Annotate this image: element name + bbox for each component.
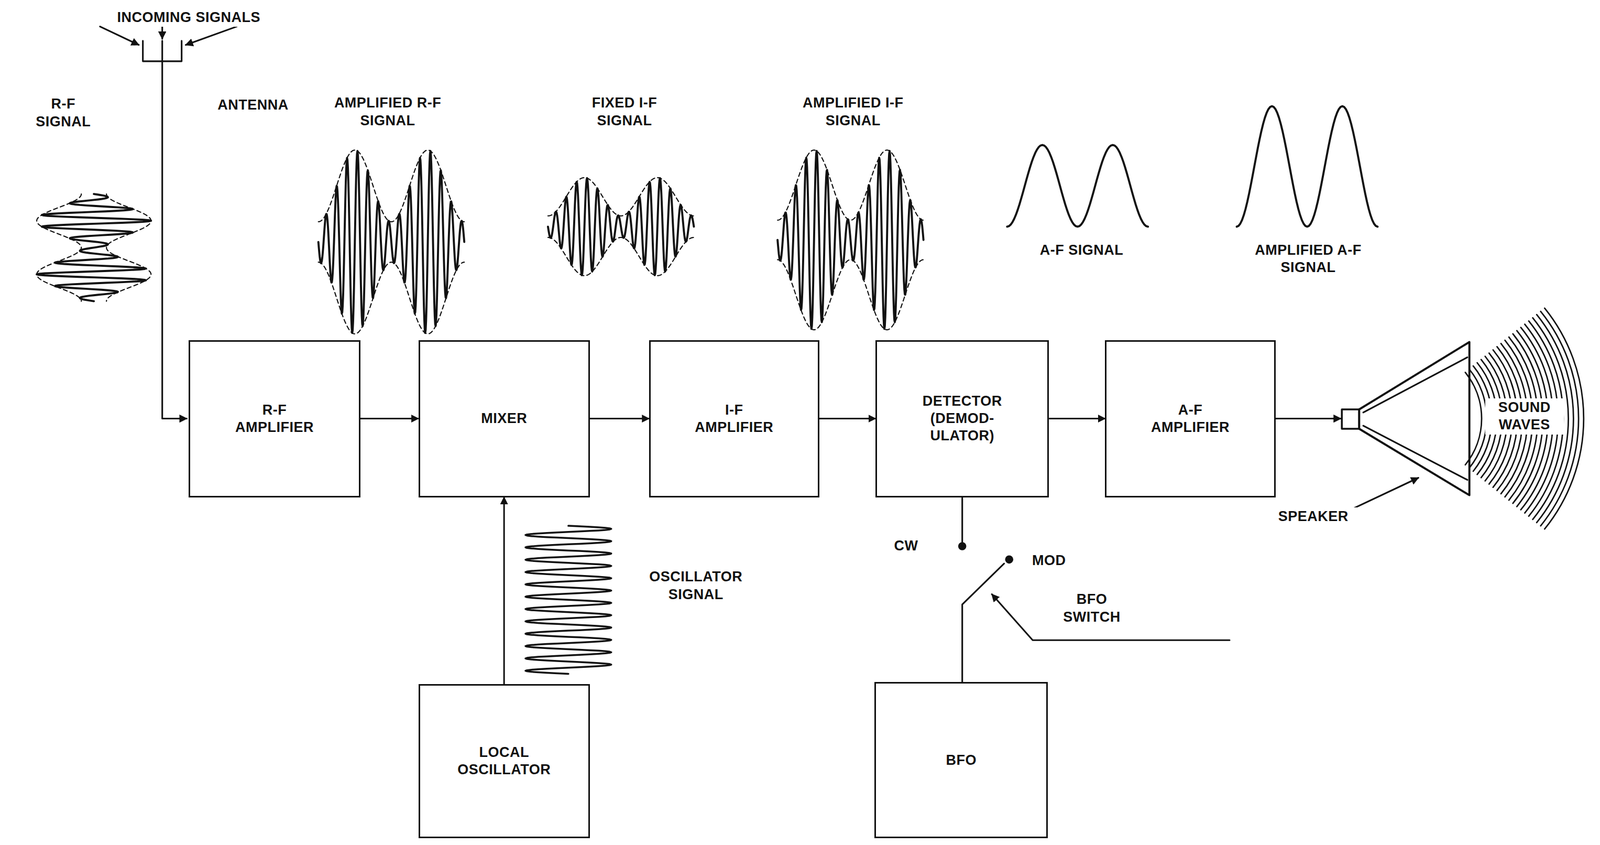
block-label: DETECTOR (DEMOD- ULATOR) [912,392,1012,445]
block-box: A-F AMPLIFIER [1104,340,1276,498]
carrier-wave [777,150,924,329]
signal-label: BFO SWITCH [1052,589,1132,627]
block-label: A-F AMPLIFIER [1140,401,1240,436]
block-box: MIXER [418,340,590,498]
block-label: I-F AMPLIFIER [684,401,784,436]
amplified-af-wave [1236,106,1378,227]
carrier-wave [548,178,695,276]
antenna-symbol [143,40,182,62]
speaker-leader [1349,477,1419,511]
carrier-wave [318,150,465,333]
switch-lever [962,563,1005,682]
block-label: BFO [945,751,977,769]
signal-arrow [819,417,876,420]
speaker-cone [1359,341,1470,495]
illustration [36,24,1584,682]
block-box: BFO [874,681,1048,838]
carrier-wave [36,193,151,302]
mod-contact [1004,555,1014,564]
fixed-if-wave [548,177,695,276]
antenna-feed [162,61,188,419]
signal-label: SOUND WAVES [1485,398,1564,435]
block-box: DETECTOR (DEMOD- ULATOR) [875,340,1049,498]
signal-arrow [360,417,419,420]
signal-label: INCOMING SIGNALS [104,8,273,28]
signal-label: CW [888,536,925,556]
signal-label: A-F SIGNAL [1026,240,1137,260]
signal-arrow [589,417,650,420]
speaker-cone [1363,425,1468,480]
block-box: I-F AMPLIFIER [649,340,820,498]
signal-label: ANTENNA [203,95,303,115]
signal-label: R-F SIGNAL [31,94,95,132]
cw-contact [958,541,967,551]
speaker-cone [1363,357,1468,413]
amplified-if-wave [777,149,924,330]
signal-label: AMPLIFIED I-F SIGNAL [794,93,913,131]
block-box: LOCAL OSCILLATOR [418,683,590,838]
signal-label: OSCILLATOR SIGNAL [635,567,756,605]
incoming-arrow [100,26,139,46]
signal-label: FIXED I-F SIGNAL [572,93,677,131]
sound-waves [1465,308,1584,529]
signal-arrow [1048,417,1105,420]
oscillator-wave [525,525,612,674]
block-box: R-F AMPLIFIER [188,340,360,498]
detector-wire [961,497,963,543]
antenna-symbol [161,40,163,62]
block-label: MIXER [480,409,528,427]
signal-label: SPEAKER [1268,507,1358,526]
signal-label: AMPLIFIED A-F SIGNAL [1248,240,1367,278]
signal-label: AMPLIFIED R-F SIGNAL [329,93,447,131]
incoming-arrow [185,26,237,46]
signal-label: MOD [1024,551,1075,571]
speaker-magnet [1341,409,1360,429]
amplified-rf-wave [318,149,465,334]
block-label: R-F AMPLIFIER [224,401,324,436]
af-signal-wave [1006,145,1148,227]
signal-arrow [503,497,506,684]
block-label: LOCAL OSCILLATOR [454,743,554,778]
rf-signal-wave [36,193,151,302]
speaker-wire [1275,417,1342,420]
